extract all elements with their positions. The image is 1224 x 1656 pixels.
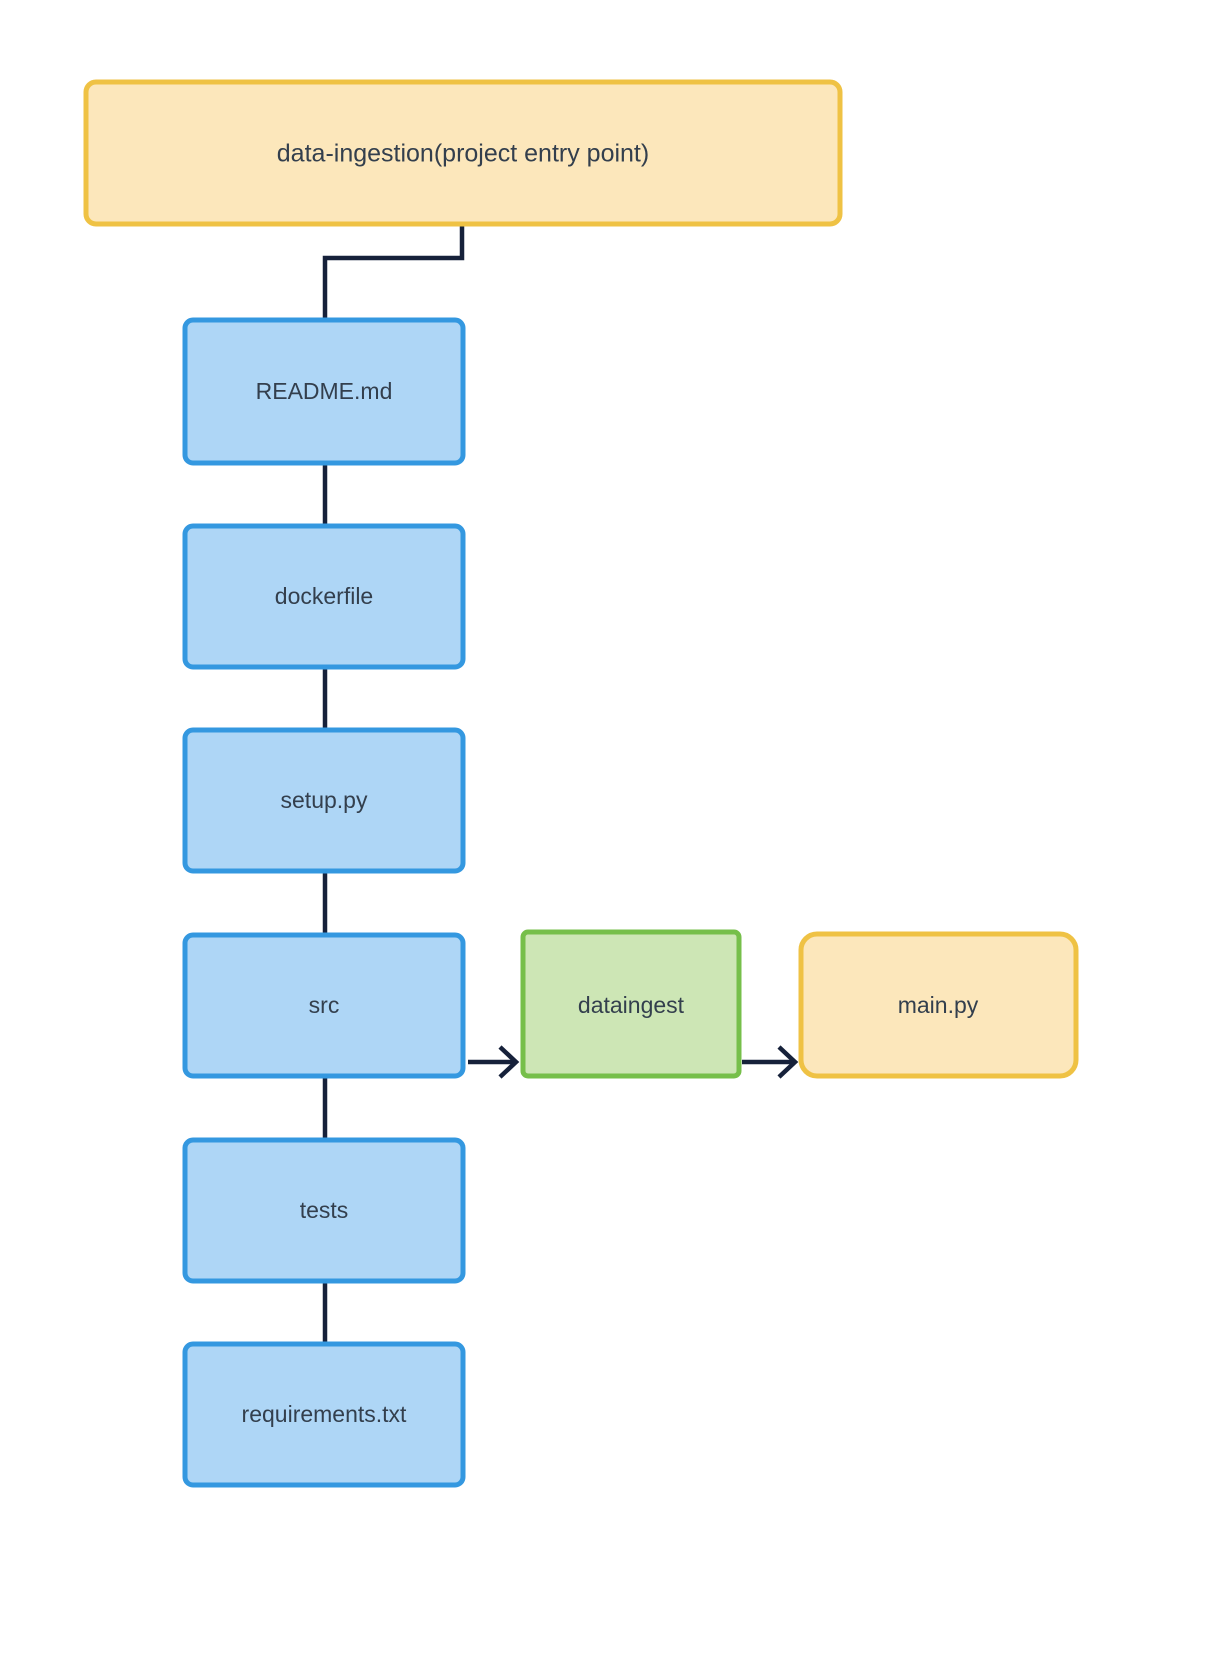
node-layer: data-ingestion(project entry point) READ… (83, 79, 1079, 1488)
node-root[interactable]: data-ingestion(project entry point) (83, 79, 843, 227)
node-setup-label: setup.py (281, 787, 368, 813)
node-dockerfile-shape[interactable] (182, 523, 466, 670)
node-readme[interactable]: README.md (182, 317, 466, 466)
edge-dataingest-to-mainpy (742, 1045, 799, 1079)
node-requirements-label: requirements.txt (242, 1401, 408, 1427)
node-mainpy[interactable]: main.py (798, 931, 1079, 1079)
node-dataingest-label: dataingest (578, 992, 685, 1018)
node-root-label: data-ingestion(project entry point) (277, 140, 649, 168)
edge-root-to-readme (322, 224, 465, 320)
edge-layer (322, 224, 799, 1344)
node-tests-shape[interactable] (182, 1137, 466, 1284)
edge-src-to-dataingest (468, 1045, 520, 1079)
node-tests-label: tests (300, 1197, 349, 1223)
node-readme-label: README.md (256, 378, 393, 404)
node-readme-shape[interactable] (182, 317, 466, 466)
node-requirements-shape[interactable] (182, 1341, 466, 1488)
node-setup-shape[interactable] (182, 727, 466, 874)
node-dataingest-shape[interactable] (520, 929, 742, 1079)
node-src-shape[interactable] (182, 932, 466, 1079)
node-setup[interactable]: setup.py (182, 727, 466, 874)
node-tests[interactable]: tests (182, 1137, 466, 1284)
node-mainpy-label: main.py (898, 992, 979, 1018)
node-dockerfile[interactable]: dockerfile (182, 523, 466, 670)
node-src-label: src (309, 992, 340, 1018)
node-src[interactable]: src (182, 932, 466, 1079)
node-dockerfile-label: dockerfile (275, 583, 373, 609)
node-root-shape[interactable] (83, 79, 843, 227)
node-requirements[interactable]: requirements.txt (182, 1341, 466, 1488)
node-mainpy-shape[interactable] (798, 931, 1079, 1079)
node-dataingest[interactable]: dataingest (520, 929, 742, 1079)
